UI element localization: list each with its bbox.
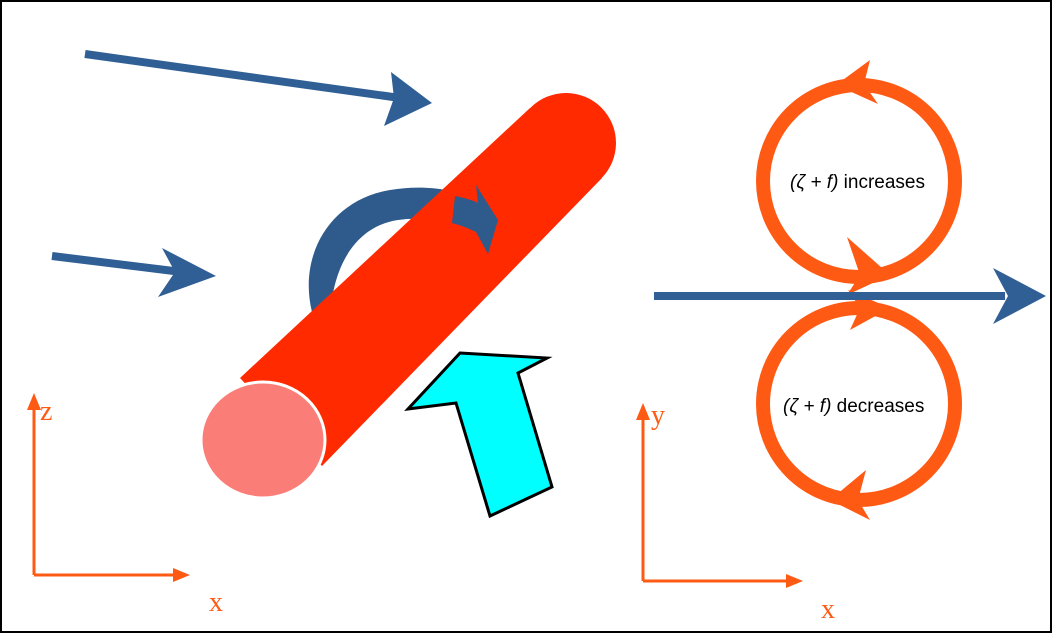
vortex-tube xyxy=(240,93,616,466)
lower-circulation-label: (ζ + f) decreases xyxy=(783,396,924,417)
lower-circulation-zeta-f: (ζ + f) xyxy=(783,396,831,417)
left-axis-x-label: x xyxy=(209,587,223,618)
mid-flow-arrow-icon xyxy=(654,268,1046,324)
upper-circulation-label: (ζ + f) increases xyxy=(790,172,925,193)
upper-flow-arrow-icon xyxy=(84,50,432,126)
right-axes xyxy=(636,403,803,588)
uplift-arrow-icon xyxy=(404,351,554,519)
rotation-arrow-front xyxy=(452,185,498,254)
left-axes xyxy=(27,393,190,582)
tube-end-face xyxy=(199,380,327,500)
upper-circulation-text: increases xyxy=(838,172,925,193)
lower-flow-arrow-icon xyxy=(51,248,216,297)
upper-circulation-zeta-f: (ζ + f) xyxy=(790,172,838,193)
tube-top-cap xyxy=(516,93,616,193)
lower-circulation-text: decreases xyxy=(831,396,924,417)
upper-circulation-icon xyxy=(756,60,962,295)
left-axis-z-label: z xyxy=(40,396,52,427)
right-axis-y-label: y xyxy=(651,400,665,431)
tube-body xyxy=(240,108,602,466)
right-axis-x-label: x xyxy=(821,594,835,625)
